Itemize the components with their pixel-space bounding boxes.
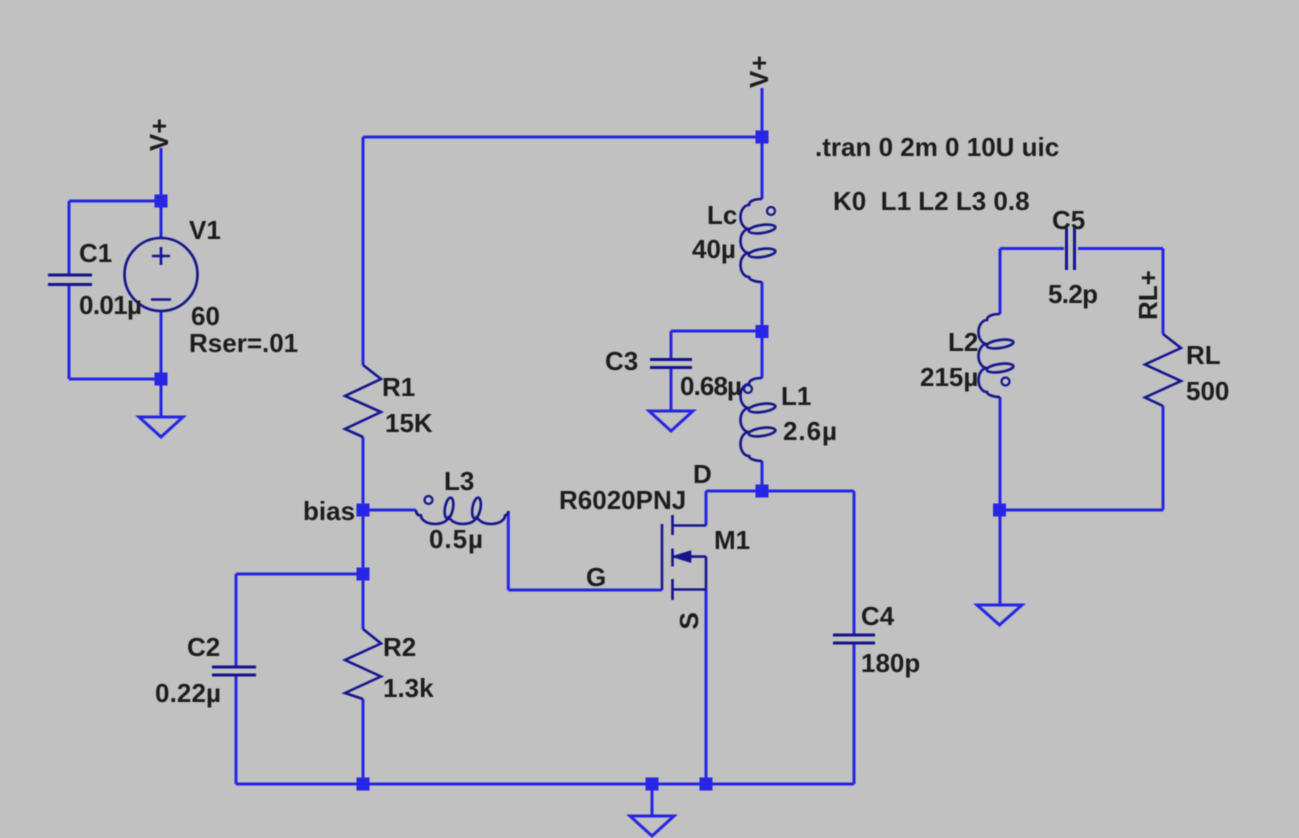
- svg-text:L3: L3: [444, 466, 474, 496]
- svg-text:Rser=.01: Rser=.01: [189, 328, 298, 358]
- svg-text:R1: R1: [382, 372, 415, 402]
- svg-text:D: D: [693, 459, 712, 489]
- svg-text:G: G: [586, 562, 606, 592]
- svg-text:C5: C5: [1052, 205, 1085, 235]
- svg-text:S: S: [674, 612, 704, 629]
- svg-text:15K: 15K: [385, 408, 433, 438]
- svg-text:0.5µ: 0.5µ: [429, 524, 483, 554]
- svg-text:V+: V+: [744, 55, 774, 88]
- svg-text:500: 500: [1186, 376, 1229, 406]
- svg-text:180p: 180p: [861, 648, 920, 678]
- svg-text:V+: V+: [144, 118, 174, 151]
- svg-text:0.01µ: 0.01µ: [79, 290, 142, 320]
- svg-text:M1: M1: [714, 525, 750, 555]
- svg-text:bias: bias: [303, 496, 355, 526]
- svg-text:Lc: Lc: [707, 200, 737, 230]
- svg-text:0.68µ: 0.68µ: [680, 371, 742, 401]
- svg-text:40µ: 40µ: [692, 234, 736, 264]
- svg-text:60: 60: [191, 301, 220, 331]
- svg-text:C2: C2: [187, 632, 220, 662]
- svg-text:1.3k: 1.3k: [383, 673, 434, 703]
- svg-text:RL+: RL+: [1133, 270, 1163, 320]
- svg-text:R2: R2: [383, 632, 416, 662]
- svg-text:L1: L1: [781, 381, 811, 411]
- svg-text:C3: C3: [605, 346, 638, 376]
- svg-text:2.6µ: 2.6µ: [783, 416, 837, 446]
- svg-text:C1: C1: [79, 238, 112, 268]
- svg-text:5.2p: 5.2p: [1048, 279, 1098, 309]
- svg-text:L2: L2: [948, 327, 978, 357]
- svg-text:C4: C4: [861, 601, 895, 631]
- svg-text:RL: RL: [1186, 340, 1221, 370]
- svg-text:V1: V1: [189, 215, 221, 245]
- svg-text:.tran 0 2m 0 10U uic: .tran 0 2m 0 10U uic: [815, 132, 1059, 162]
- svg-text:K0 L1 L2 L3 0.8: K0 L1 L2 L3 0.8: [833, 186, 1030, 216]
- svg-text:0.22µ: 0.22µ: [155, 678, 221, 708]
- svg-text:R6020PNJ: R6020PNJ: [559, 485, 686, 515]
- svg-text:215µ: 215µ: [920, 362, 978, 392]
